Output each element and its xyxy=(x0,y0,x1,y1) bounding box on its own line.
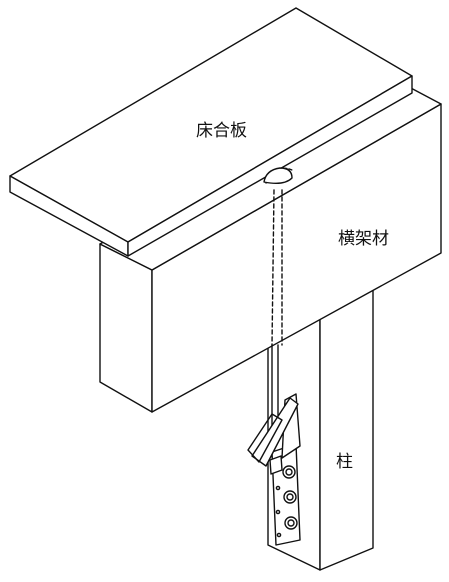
hold-down-bracket xyxy=(247,393,301,546)
beam-label: 横架材 xyxy=(338,229,389,249)
floor-panel-label: 床合板 xyxy=(196,121,247,141)
bolt-head-seat xyxy=(263,167,293,185)
bracket-small-nail-3 xyxy=(276,532,282,538)
floor-panel-right-edge xyxy=(127,75,413,257)
bracket-bolt-1-inner xyxy=(285,468,293,476)
post-right-face xyxy=(319,289,374,571)
post-label: 柱 xyxy=(336,452,353,472)
bracket-bolt-2-inner xyxy=(286,493,294,501)
floor-panel xyxy=(9,7,413,257)
bracket-small-nail-1 xyxy=(275,485,281,491)
bracket-nut xyxy=(269,455,283,475)
beam-left-face xyxy=(99,243,153,413)
bolt-shaft-hidden-left xyxy=(271,189,275,346)
bracket-rod-hook xyxy=(247,413,283,463)
bracket-small-nail-2 xyxy=(275,509,281,515)
bracket-bolt-3-inner xyxy=(287,519,295,527)
